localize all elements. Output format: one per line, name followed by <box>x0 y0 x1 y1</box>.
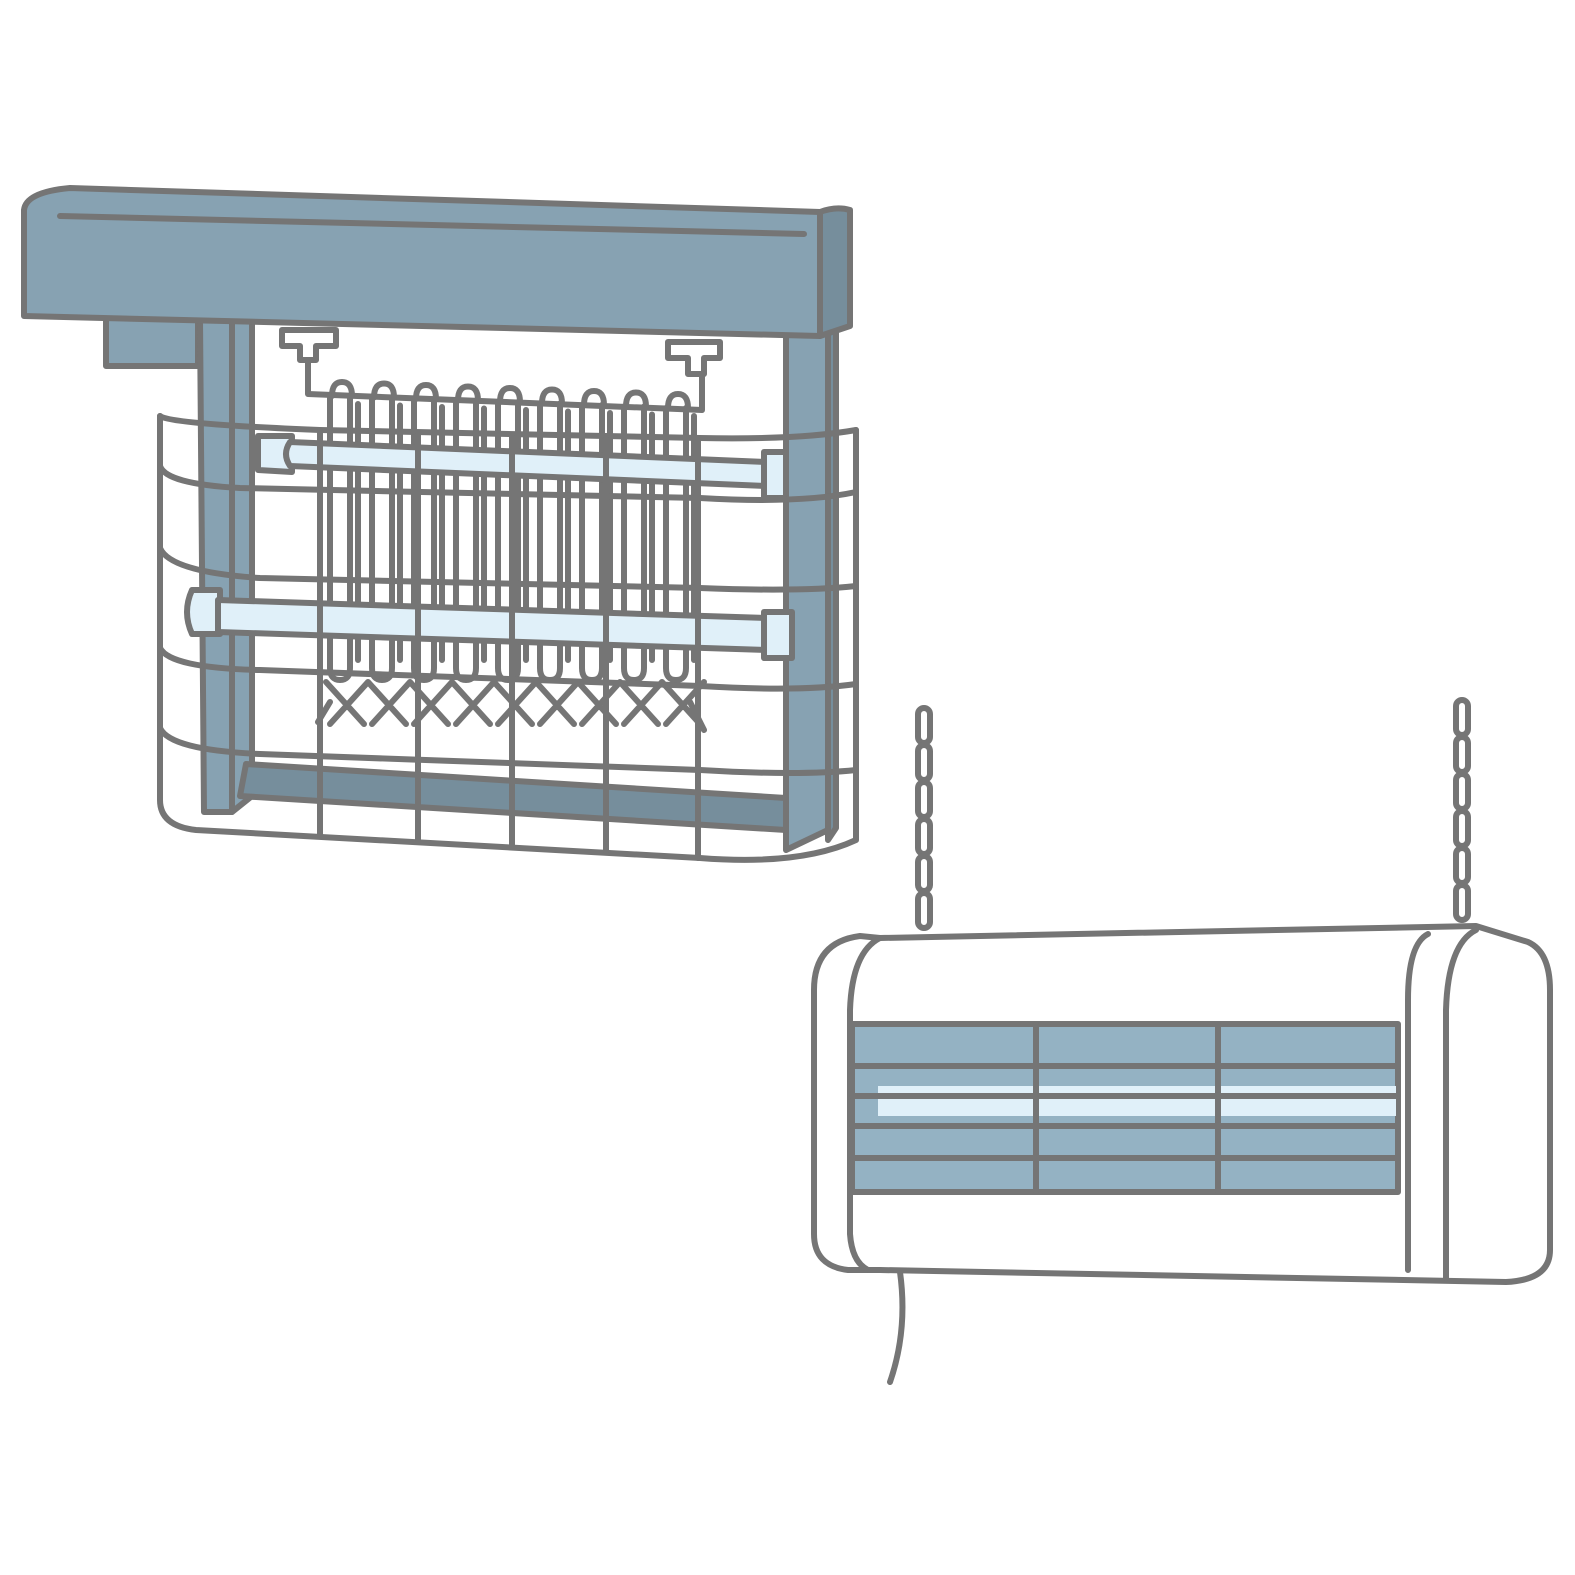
chain-link <box>915 779 933 820</box>
left-hanging-chain <box>915 705 933 931</box>
electrode-coil <box>413 382 439 402</box>
electrode-hanger <box>279 327 723 413</box>
chain-link <box>915 816 933 857</box>
top-housing <box>21 185 853 339</box>
electrode-coil <box>497 385 523 405</box>
electrode-coil <box>665 391 691 411</box>
mount-bracket <box>103 315 201 369</box>
chain-link <box>915 705 933 746</box>
power-cord <box>887 1269 906 1385</box>
chain-link <box>1453 734 1471 775</box>
electrode-coil <box>371 380 397 401</box>
left-side-rail <box>197 317 255 815</box>
electrode-coil <box>329 379 355 399</box>
hanging-uv-lamp <box>878 1086 1396 1116</box>
right-end-cap <box>1405 927 1479 1281</box>
electrode-coil <box>623 389 649 410</box>
chain-link <box>915 742 933 783</box>
chain-link <box>915 853 933 894</box>
front-wire-guard <box>157 413 859 863</box>
chain-link <box>1453 845 1471 886</box>
chain-link <box>915 890 933 931</box>
upper-uv-lamp <box>255 433 789 501</box>
front-louver-panel <box>849 1021 1401 1195</box>
left-end-cap <box>847 935 883 1273</box>
right-hanging-chain <box>1453 697 1471 923</box>
wall-mounted-bug-zapper <box>21 185 859 863</box>
electrode-coil <box>539 386 565 407</box>
electrode-coil <box>455 383 481 404</box>
chain-link <box>1453 697 1471 738</box>
lower-uv-lamp <box>184 587 795 661</box>
hanging-bug-zapper <box>811 697 1553 1385</box>
electrode-coil <box>581 388 607 408</box>
chain-link <box>1453 882 1471 923</box>
chain-link <box>1453 808 1471 849</box>
chain-link <box>1453 771 1471 812</box>
